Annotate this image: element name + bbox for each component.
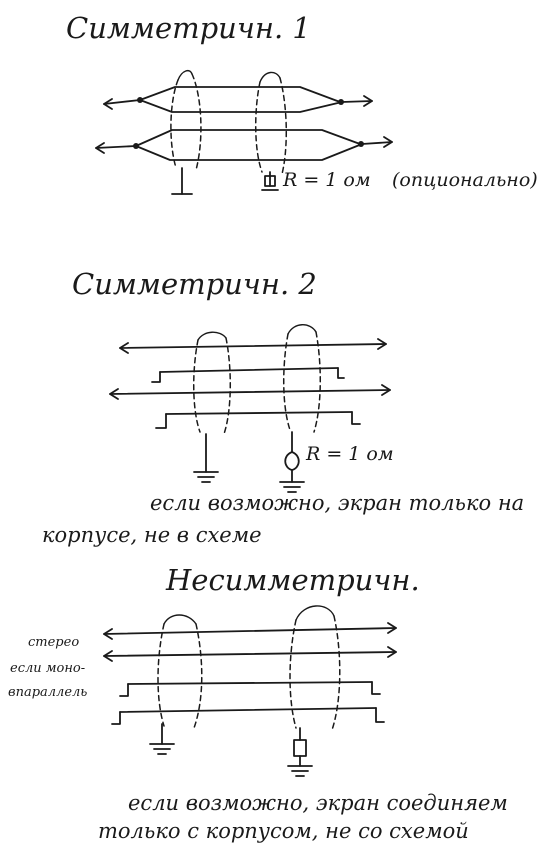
shield-left-asym: [157, 614, 203, 729]
title-symmetric-2: Симметричн. 2: [72, 267, 317, 301]
shield-left-1: [170, 69, 202, 171]
title-symmetric-1: Симметричн. 1: [66, 11, 311, 45]
shield-right-asym: [289, 605, 341, 731]
resistor-label-1: R = 1 ом: [282, 169, 371, 191]
note-sym2-line2: корпусе, не в схеме: [42, 523, 262, 547]
side-label-line3: впараллель: [8, 685, 87, 700]
section-asymmetric: Несимметричн. стерео если моно- впаралле…: [8, 563, 508, 843]
resistor-ground-asym: [287, 727, 313, 777]
side-label-stereo: стерео если моно- впараллель: [8, 635, 87, 700]
cable-lines-asym: [103, 622, 397, 725]
resistor-label-2: R = 1 ом: [305, 443, 394, 465]
side-label-line2: если моно-: [10, 661, 85, 676]
note-asym-line1: если возможно, экран соединяем: [128, 791, 508, 815]
ground-symbol-left-asym: [149, 723, 175, 755]
section-symmetric-1: Симметричн. 1: [66, 11, 538, 195]
resistor-ground-2: [279, 431, 305, 493]
shield-left-2: [193, 331, 231, 435]
section-symmetric-2: Симметричн. 2: [42, 267, 524, 547]
ground-symbol-left-2: [193, 433, 219, 483]
note-sym2-line1: если возможно, экран только на: [150, 491, 524, 515]
side-label-line1: стерео: [28, 635, 79, 650]
resistor-symbol-1: [261, 171, 279, 191]
optional-label: (опционально): [392, 169, 538, 191]
shield-right-2: [283, 324, 322, 433]
title-asymmetric: Несимметричн.: [165, 563, 420, 597]
cable-lines-2: [109, 338, 391, 429]
note-asym-line2: только с корпусом, не со схемой: [98, 819, 469, 843]
shield-right-1: [255, 71, 287, 175]
ground-symbol-left-1: [171, 167, 193, 195]
twisted-pair-cable-1: [95, 86, 393, 161]
